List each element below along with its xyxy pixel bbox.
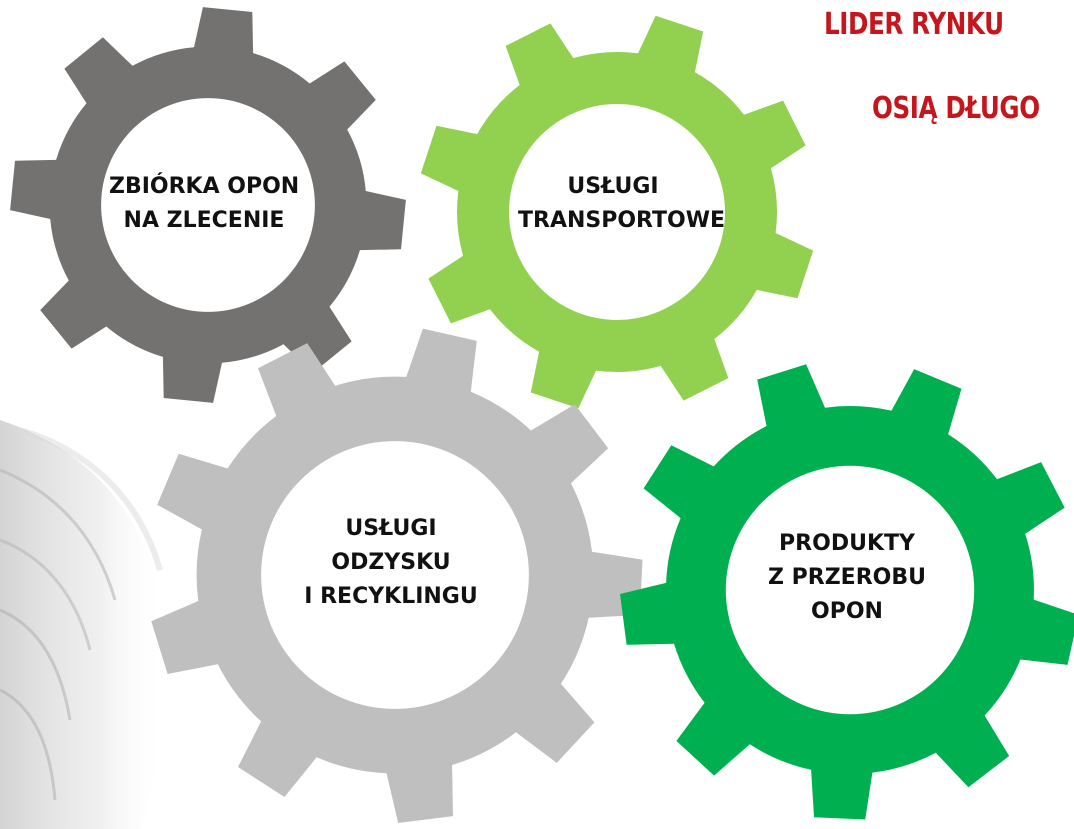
gear-label-zbiorka: ZBIÓRKA OPON NA ZLECENIE bbox=[109, 170, 299, 238]
gear-uslugi-transportowe bbox=[420, 15, 814, 409]
gear-label-line: NA ZLECENIE bbox=[123, 208, 285, 234]
gear-label-produkty: PRODUKTY Z PRZEROBU OPON bbox=[752, 527, 942, 629]
gear-label-odzysk: USŁUGI ODZYSKU I RECYKLINGU bbox=[296, 512, 486, 614]
headline-line-2: OSIĄ DŁUGO bbox=[872, 91, 1040, 126]
gear-label-line: PRODUKTY bbox=[779, 531, 915, 556]
gear-center bbox=[509, 104, 725, 320]
gear-label-line: USŁUGI bbox=[345, 516, 437, 541]
gear-label-line: TRANSPORTOWE bbox=[518, 208, 726, 234]
gear-zbiorka-opon bbox=[10, 7, 406, 403]
gear-label-line: ZBIÓRKA OPON bbox=[109, 174, 300, 199]
gear-label-line: ODZYSKU bbox=[331, 550, 451, 576]
gear-label-line: USŁUGI bbox=[567, 174, 659, 199]
gear-center bbox=[725, 465, 975, 715]
headline-line-1: LIDER RYNKU bbox=[824, 7, 1004, 42]
gear-center bbox=[261, 441, 529, 709]
gear-label-line: I RECYKLINGU bbox=[304, 584, 478, 610]
gear-label-line: Z PRZEROBU bbox=[768, 565, 926, 591]
gear-label-line: OPON bbox=[811, 599, 883, 625]
gear-uslugi-odzysku bbox=[151, 328, 643, 823]
gear-center bbox=[101, 98, 315, 312]
gear-label-transport: USŁUGI TRANSPORTOWE bbox=[518, 170, 726, 238]
gear-produkty-z-przerobu bbox=[620, 364, 1074, 820]
